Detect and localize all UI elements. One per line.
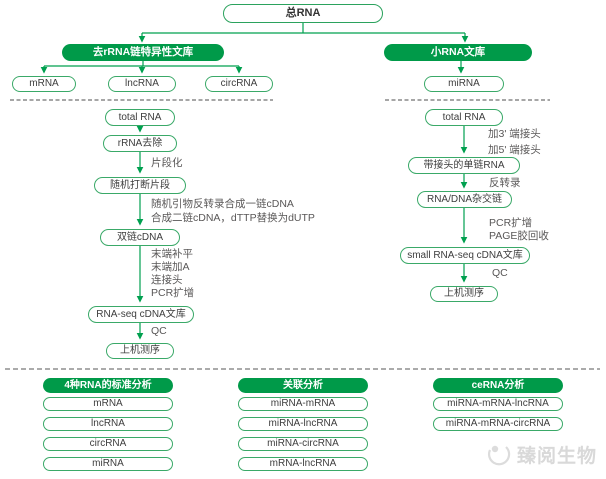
analysis-item-mirna: miRNA [43, 457, 173, 471]
node-sequencing-left: 上机测序 [106, 343, 174, 359]
analysis-item-mrna-lncrna: mRNA-lncRNA [238, 457, 368, 471]
analysis-item-mirna-circrna: miRNA-circRNA [238, 437, 368, 451]
node-double-strand-cdna: 双链cDNA [100, 229, 180, 246]
header-standard-analysis: 4种RNA的标准分析 [43, 378, 173, 393]
header-rrna-depleted-library: 去rRNA链特异性文库 [62, 44, 224, 61]
node-sequencing-right: 上机测序 [430, 286, 498, 302]
label-reverse-transcription: 反转录 [489, 177, 521, 189]
header-cerna-analysis: ceRNA分析 [433, 378, 563, 393]
node-mirna: miRNA [424, 76, 504, 92]
node-left-total-rna: total RNA [105, 109, 175, 126]
analysis-item-mirna-lncrna: miRNA-lncRNA [238, 417, 368, 431]
label-fragmentation: 片段化 [151, 157, 183, 169]
label-adapter-ligation: 连接头 [151, 274, 183, 286]
label-qc-left: QC [151, 325, 167, 337]
analysis-item-mirna-mrna-circrna: miRNA-mRNA-circRNA [433, 417, 563, 431]
analysis-item-mrna: mRNA [43, 397, 173, 411]
zhenyue-logo-icon [488, 445, 511, 465]
analysis-item-mirna-mrna-lncrna: miRNA-mRNA-lncRNA [433, 397, 563, 411]
analysis-item-circrna: circRNA [43, 437, 173, 451]
node-circrna: circRNA [205, 76, 273, 92]
label-second-strand-cdna: 合成二链cDNA，dTTP替换为dUTP [151, 212, 315, 224]
analysis-item-mirna-mrna: miRNA-mRNA [238, 397, 368, 411]
label-pcr-amplification-left: PCR扩增 [151, 287, 195, 299]
label-first-strand-cdna: 随机引物反转录合成一链cDNA [151, 198, 294, 210]
node-rrna-removal: rRNA去除 [103, 135, 177, 152]
label-page-gel-recovery: PAGE胶回收 [489, 230, 549, 242]
node-rna-dna-hybrid: RNA/DNA杂交链 [417, 191, 512, 208]
node-random-fragments: 随机打断片段 [94, 177, 186, 194]
label-5prime-adapter: 加5' 端接头 [488, 144, 541, 156]
node-right-total-rna: total RNA [425, 109, 503, 126]
header-small-rna-library: 小RNA文库 [384, 44, 532, 61]
node-lncrna: lncRNA [108, 76, 176, 92]
label-pcr-amplification-right: PCR扩增 [489, 217, 533, 229]
label-qc-right: QC [492, 267, 508, 279]
label-a-tailing: 末端加A [151, 261, 190, 273]
node-rnaseq-cdna-library: RNA-seq cDNA文库 [88, 306, 194, 323]
node-adapter-ssrna: 带接头的单链RNA [408, 157, 520, 174]
watermark: 臻阅生物 [486, 441, 597, 468]
analysis-item-lncrna: lncRNA [43, 417, 173, 431]
label-3prime-adapter: 加3' 端接头 [488, 128, 541, 140]
header-correlation-analysis: 关联分析 [238, 378, 368, 393]
node-mrna: mRNA [12, 76, 76, 92]
node-total-rna-root: 总RNA [223, 4, 383, 23]
watermark-text: 臻阅生物 [517, 446, 598, 467]
node-small-rnaseq-cdna-library: small RNA-seq cDNA文库 [400, 247, 530, 264]
label-end-repair: 末端补平 [151, 248, 193, 260]
